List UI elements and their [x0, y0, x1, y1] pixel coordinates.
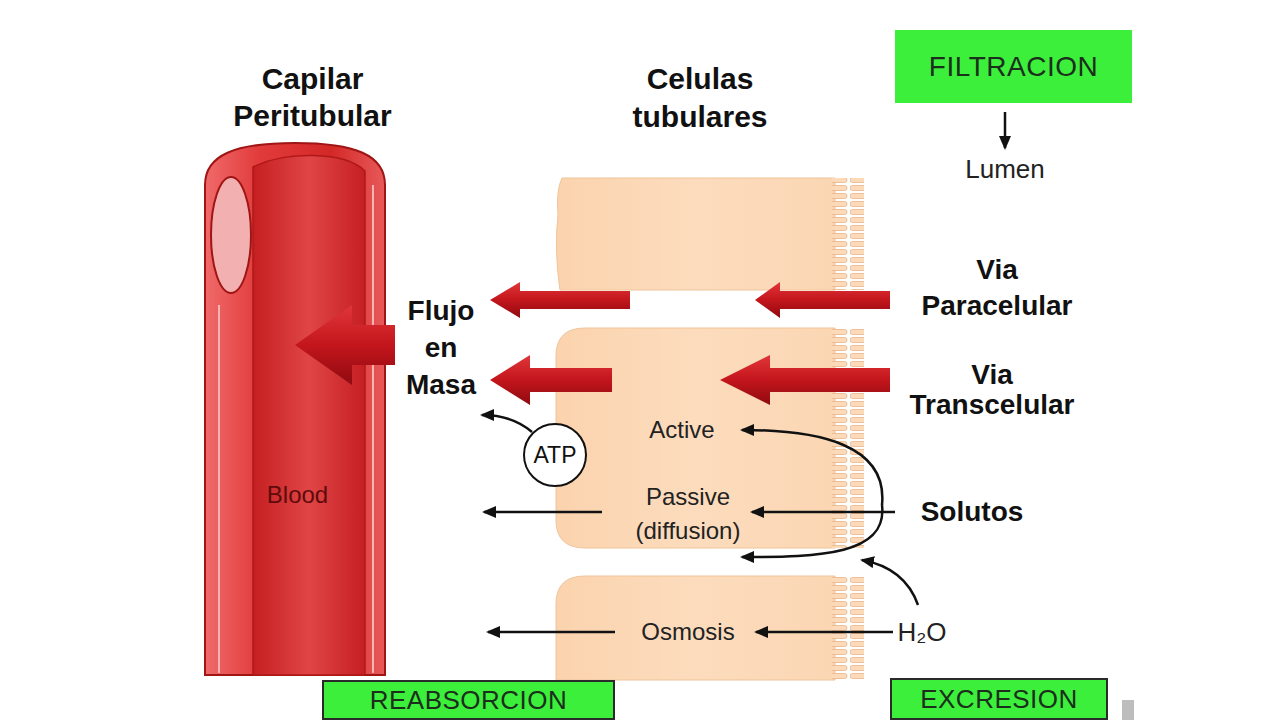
- cell-body: [556, 576, 835, 680]
- capillary: Capilar PeritubularBlood: [195, 55, 430, 680]
- active-solute-arrow: [742, 430, 882, 505]
- process-title: REABSORCION: [370, 685, 568, 715]
- transport-label: Active: [622, 415, 742, 445]
- cell-body: [556, 328, 835, 548]
- wall-line: [372, 185, 374, 673]
- microvilli: [832, 178, 864, 290]
- atp-text: ATP: [522, 441, 588, 469]
- tubular-cell-top: [556, 178, 864, 290]
- cell-body: [556, 178, 835, 290]
- lumen-label: Lumen: [935, 153, 1075, 185]
- process-title: FILTRACION: [929, 51, 1098, 83]
- water-solute-arrow: [862, 560, 918, 605]
- tubular-cell-bottom: [556, 576, 864, 680]
- pathway-label: Via Transcelular: [892, 360, 1092, 420]
- section-heading: Celulas tubulares: [590, 60, 810, 136]
- passive-solute-arrow: [752, 511, 895, 514]
- solute-arrows: [482, 112, 1005, 632]
- process-title: EXCRESION: [920, 684, 1078, 714]
- water-label: H₂O: [882, 616, 962, 648]
- process-box: REABSORCION: [322, 680, 615, 720]
- paracellular-arrow: [490, 282, 630, 318]
- flow-label: Flujo en Masa: [391, 292, 491, 403]
- filtration-arrow: [1004, 112, 1007, 148]
- water-arrow: [756, 631, 893, 634]
- scroll-mark: [1122, 700, 1134, 720]
- tubular-cell-middle: [556, 328, 864, 548]
- capillary-lumen: [253, 155, 365, 675]
- transcellular-arrow: [720, 355, 890, 405]
- process-box: FILTRACION: [895, 30, 1132, 103]
- capillary-heading: Capilar Peritubular: [195, 60, 430, 134]
- paracellular-arrow: [755, 282, 890, 318]
- solute-label: Solutos: [902, 495, 1042, 529]
- pathway-label: Via Paracelular: [897, 252, 1097, 324]
- capillary-wall: [205, 143, 385, 675]
- bulk-flow-arrow: [295, 305, 395, 385]
- capillary-shape: [195, 55, 430, 680]
- microvilli: [832, 576, 864, 680]
- osmosis-exit-arrow: [488, 631, 615, 634]
- capillary-content: Blood: [195, 480, 400, 510]
- atp-circle: ATP: [522, 422, 588, 488]
- solute-arrow: [742, 505, 882, 557]
- microvilli: [832, 328, 864, 548]
- capillary-opening: [211, 177, 251, 293]
- transport-label: Passive (diffusion): [613, 480, 763, 548]
- process-box: EXCRESION: [890, 678, 1108, 720]
- active-transport-arrow: [482, 415, 532, 432]
- passive-exit-arrow: [484, 511, 602, 514]
- transport-label: Osmosis: [623, 617, 753, 647]
- wall-line: [218, 305, 220, 673]
- transcellular-arrow: [490, 355, 612, 405]
